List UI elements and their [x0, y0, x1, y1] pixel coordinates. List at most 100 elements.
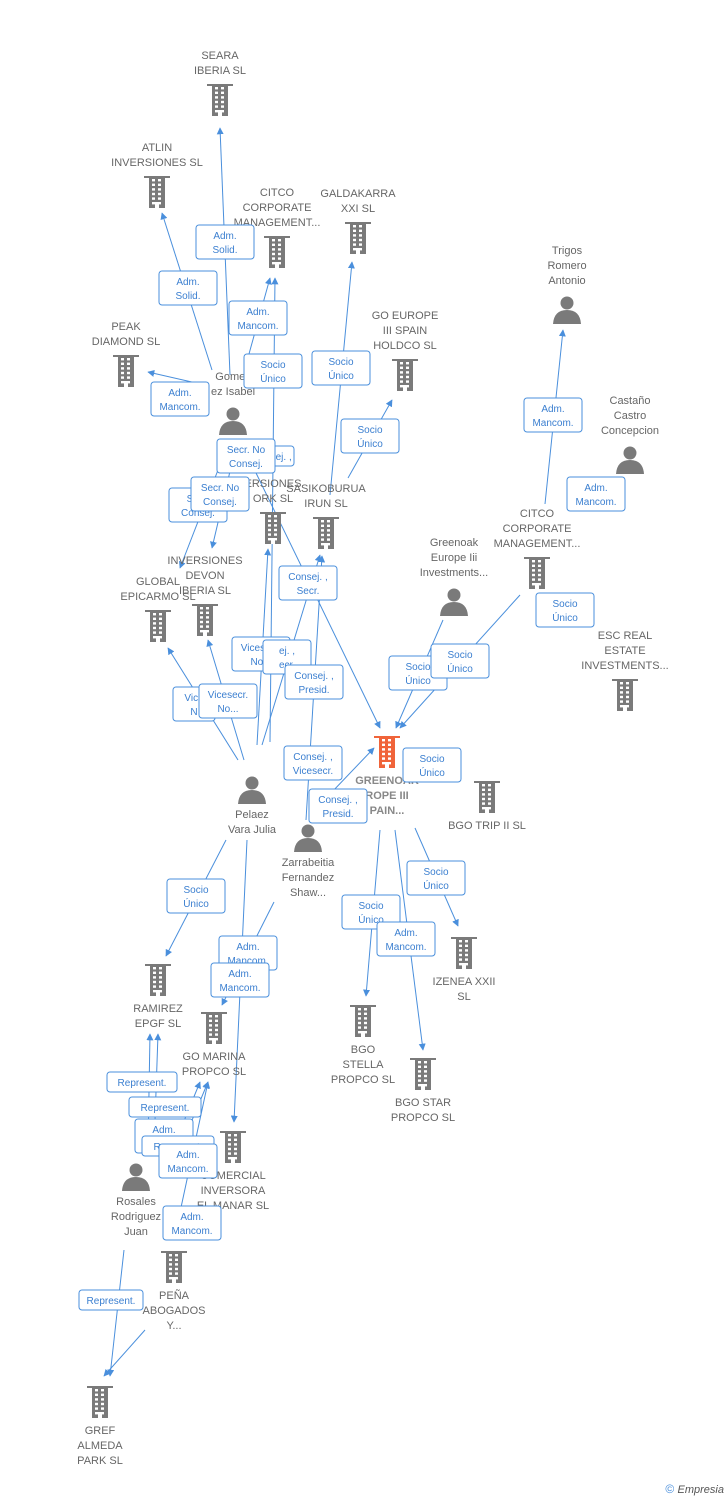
relation-text: Único: [447, 662, 473, 675]
node-label: SEARA: [201, 50, 239, 62]
brand-logo-text[interactable]: Empresia: [677, 1484, 724, 1496]
relation-text: Secr.: [297, 586, 320, 597]
building-icon: [313, 517, 339, 549]
relation-label-r25[interactable]: Consej. ,Presid.: [308, 788, 368, 824]
building-icon: [161, 1251, 187, 1283]
building-icon: [145, 964, 171, 996]
node-label: Gomez: [215, 371, 250, 383]
relation-label-r18[interactable]: Consej. ,Presid.: [284, 664, 344, 700]
node-pena[interactable]: PEÑAABOGADOSY...: [143, 1251, 206, 1332]
relation-label-r30[interactable]: Adm.Mancom.: [376, 921, 436, 957]
relation-label-r1[interactable]: Adm.Solid.: [195, 224, 255, 260]
relation-text: Mancom.: [219, 983, 260, 994]
building-icon: [474, 781, 500, 813]
node-gomez[interactable]: Gomez ez Isabel: [211, 371, 255, 435]
relation-text: Socio: [357, 425, 382, 436]
relation-text: Secr. No: [227, 445, 266, 456]
relation-label-r32[interactable]: Represent.: [106, 1071, 178, 1093]
node-label: Concepcion: [601, 425, 659, 437]
relation-text: Mancom.: [171, 1226, 212, 1237]
node-bgotrip[interactable]: BGO TRIP II SL: [448, 781, 526, 832]
node-label: Shaw...: [290, 887, 326, 899]
relation-text: Socio: [552, 599, 577, 610]
relation-label-r9[interactable]: Adm.Mancom.: [566, 476, 626, 512]
node-label: ez Isabel: [211, 386, 255, 398]
relation-label-r36[interactable]: Adm.Mancom.: [158, 1143, 218, 1179]
node-label: ORK SL: [253, 493, 293, 505]
node-label: GALDAKARRA: [320, 188, 396, 200]
node-citco1[interactable]: CITCOCORPORATEMANAGEMENT...: [234, 187, 321, 268]
relation-label-r37[interactable]: Represent.: [78, 1289, 144, 1311]
node-esc[interactable]: ESC REALESTATEINVESTMENTS...: [581, 630, 669, 711]
node-label: BGO TRIP II SL: [448, 820, 526, 832]
node-label: Rosales: [116, 1196, 156, 1208]
relation-label-r31[interactable]: Adm.Mancom.: [210, 962, 270, 998]
relation-label-r8[interactable]: Adm.Mancom.: [523, 397, 583, 433]
node-citco2[interactable]: CITCOCORPORATEMANAGEMENT...: [494, 508, 581, 589]
node-zarrabeitia[interactable]: ZarrabeitiaFernandezShaw...: [282, 824, 335, 900]
relation-box: [311, 350, 371, 386]
relation-label-r4[interactable]: Adm.Mancom.: [150, 381, 210, 417]
node-label: PROPCO SL: [182, 1066, 246, 1078]
node-label: INVERSIONES: [167, 555, 242, 567]
relation-box: [535, 592, 595, 628]
person-icon: [440, 588, 468, 616]
relation-box: [158, 1143, 218, 1179]
node-label: CITCO: [260, 187, 295, 199]
relation-text: Secr. No: [201, 483, 240, 494]
relation-box: [283, 745, 343, 781]
relation-label-r38[interactable]: Adm.Mancom.: [162, 1205, 222, 1241]
relation-label-r20[interactable]: Vicesecr.No...: [198, 683, 258, 719]
relation-box: [210, 962, 270, 998]
node-label: Zarrabeitia: [282, 857, 335, 869]
relation-label-r14[interactable]: Consej. , Secr.: [278, 565, 338, 601]
node-label: MANAGEMENT...: [494, 538, 581, 550]
relation-box: [284, 664, 344, 700]
node-label: Antonio: [548, 275, 585, 287]
node-label: PROPCO SL: [391, 1112, 455, 1124]
building-icon: [451, 937, 477, 969]
person-icon: [616, 446, 644, 474]
relation-box: [216, 438, 276, 474]
relation-text: Socio: [260, 360, 285, 371]
relation-label-r33[interactable]: Represent.: [128, 1096, 202, 1118]
relation-label-r23[interactable]: Consej. ,Vicesecr.: [283, 745, 343, 781]
relation-label-r3[interactable]: Adm.Mancom.: [228, 300, 288, 336]
relation-text: Consej. ,: [288, 572, 327, 583]
node-label: Trigos: [552, 245, 583, 257]
relation-label-r2[interactable]: Adm.Solid.: [158, 270, 218, 306]
relation-text: Represent.: [141, 1103, 190, 1114]
